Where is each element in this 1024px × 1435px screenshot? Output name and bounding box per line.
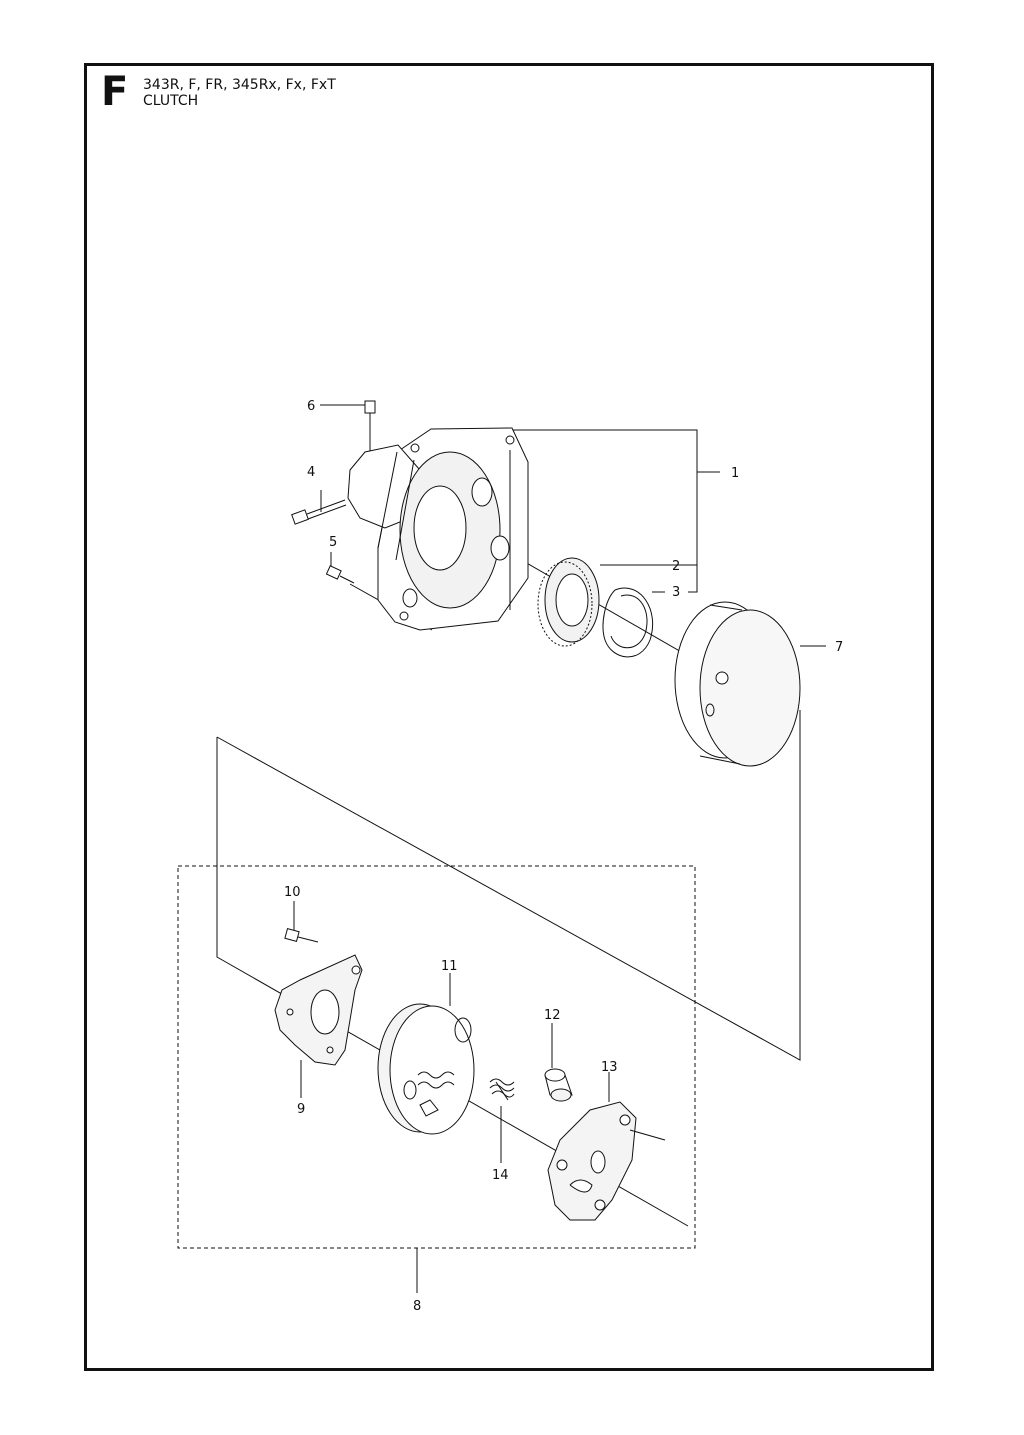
bushing [544, 1068, 573, 1102]
callout-12: 12 [544, 1008, 561, 1023]
callout-11: 11 [441, 959, 458, 974]
callout-8: 8 [413, 1299, 421, 1314]
clutch-spring [489, 1078, 515, 1101]
section-title: CLUTCH [143, 93, 199, 109]
callout-3: 3 [672, 585, 680, 600]
callout-2: 2 [672, 559, 680, 574]
callout-5: 5 [329, 535, 337, 550]
callout-4: 4 [307, 465, 315, 480]
clutch-hub [547, 1101, 666, 1221]
clutch-shoes [377, 1003, 475, 1135]
callout-10: 10 [284, 885, 301, 900]
top-screw [364, 400, 376, 425]
bearing [537, 557, 600, 647]
callout-7: 7 [835, 640, 843, 655]
section-letter: F [101, 69, 129, 115]
callout-9: 9 [297, 1102, 305, 1117]
circlip [602, 587, 654, 658]
clutch-drum [674, 601, 801, 767]
short-screw [325, 565, 355, 584]
clutch-plate [274, 954, 363, 1066]
callout-14: 14 [492, 1168, 509, 1183]
clutch-housing [347, 427, 529, 631]
clutch-kit-boundary [177, 865, 696, 1249]
plate-screw [284, 928, 319, 943]
callout-13: 13 [601, 1060, 618, 1075]
model-list: 343R, F, FR, 345Rx, Fx, FxT [143, 77, 336, 93]
page-frame [84, 63, 934, 1371]
long-screw [291, 499, 347, 525]
callout-1: 1 [731, 466, 739, 481]
callout-labels: 1 2 3 4 5 6 7 8 9 10 11 12 13 14 [284, 399, 843, 1314]
callout-6: 6 [307, 399, 315, 414]
